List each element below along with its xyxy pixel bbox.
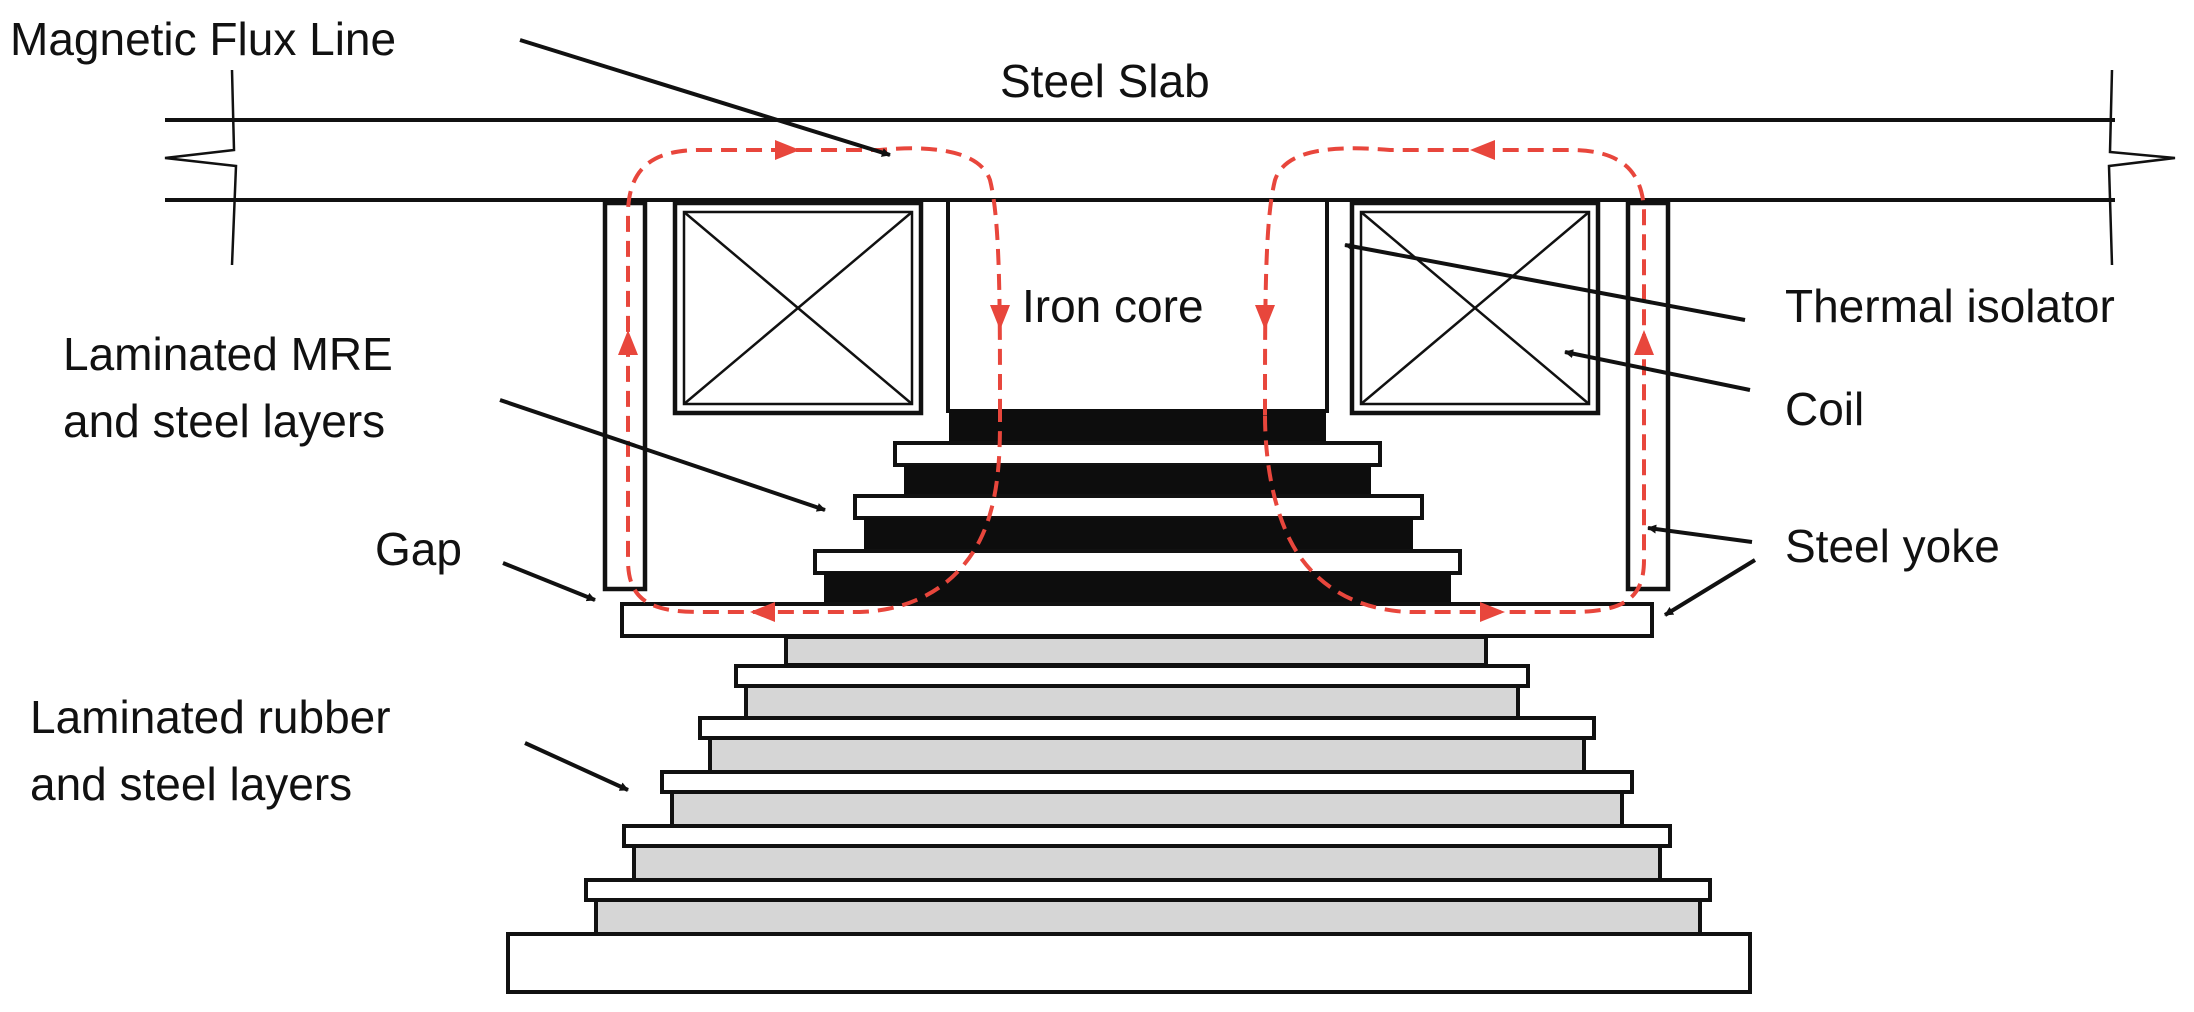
slab-break-right — [2107, 69, 2176, 266]
label-magnetic-flux-line: Magnetic Flux Line — [10, 13, 396, 65]
rubber-steel-plate — [734, 664, 1530, 688]
flux-arrow-icon — [750, 602, 775, 622]
coil-left-inner — [682, 210, 914, 406]
arrow-laminated-rubber — [524, 741, 629, 792]
mre-layer — [824, 572, 1451, 604]
arrow-magnetic-flux-line — [519, 38, 891, 157]
base-plate — [506, 932, 1752, 994]
mre-steel-plate — [893, 441, 1382, 467]
arrow-thermal-isolator — [1344, 242, 1746, 322]
label-steel-yoke: Steel yoke — [1785, 520, 2000, 572]
label-coil: Coil — [1785, 383, 1864, 435]
label-laminated-mre-line1: Laminated MRE — [63, 328, 393, 380]
rubber-steel-plate — [584, 878, 1712, 902]
arrow-gap — [502, 561, 596, 602]
iron-core-base — [949, 409, 1326, 443]
mre-steel-plate — [813, 549, 1462, 575]
label-iron-core: Iron core — [1022, 280, 1204, 332]
flux-arrow-icon — [990, 305, 1010, 330]
label-laminated-mre-line2: and steel layers — [63, 395, 385, 447]
mre-layer — [904, 465, 1371, 497]
flux-arrow-icon — [618, 330, 638, 355]
leader-arrows — [499, 38, 1757, 792]
laminated-rubber-stack — [506, 635, 1752, 994]
coil-right-cross-b — [1360, 211, 1590, 405]
magnetic-flux-lines — [618, 140, 1654, 622]
rubber-layer — [708, 736, 1586, 774]
arrow-steel-yoke — [1647, 524, 1753, 544]
flux-arrow-icon — [1470, 140, 1495, 160]
steel-yoke-bottom-plate — [620, 602, 1654, 638]
slab-break-left — [164, 69, 238, 266]
flux-loop-right — [1263, 146, 1646, 614]
arrow-steel-yoke-bottom — [1663, 558, 1757, 617]
flux-arrow-icon — [1480, 602, 1505, 622]
rubber-layer — [784, 635, 1488, 667]
mre-layer — [864, 518, 1413, 552]
rubber-layer — [632, 844, 1662, 882]
rubber-layer — [594, 898, 1702, 936]
flux-arrow-icon — [1255, 305, 1275, 330]
label-gap: Gap — [375, 523, 462, 575]
labels: Magnetic Flux Line Steel Slab Iron core … — [10, 13, 2115, 810]
flux-arrow-icon — [775, 140, 800, 160]
laminated-mre-stack — [813, 441, 1462, 604]
label-thermal-isolator: Thermal isolator — [1785, 280, 2115, 332]
label-steel-slab: Steel Slab — [1000, 55, 1210, 107]
coil-left — [672, 200, 924, 416]
coil-right — [1349, 200, 1601, 416]
rubber-steel-plate — [660, 770, 1634, 794]
mre-steel-plate — [853, 494, 1424, 520]
rubber-layer — [670, 790, 1624, 828]
label-laminated-rubber-line2: and steel layers — [30, 758, 352, 810]
label-laminated-rubber-line1: Laminated rubber — [30, 691, 391, 743]
steel-slab — [164, 69, 2176, 266]
arrow-laminated-mre — [499, 398, 826, 512]
steel-yoke-left — [602, 200, 648, 592]
coil-left-cross-b — [683, 211, 913, 405]
rubber-steel-plate — [622, 824, 1672, 848]
rubber-layer — [744, 684, 1520, 720]
rubber-steel-plate — [698, 716, 1596, 740]
flux-loop-left — [626, 146, 1002, 614]
coil-right-inner — [1359, 210, 1591, 406]
flux-arrow-icon — [1634, 330, 1654, 355]
arrow-coil — [1564, 349, 1751, 392]
